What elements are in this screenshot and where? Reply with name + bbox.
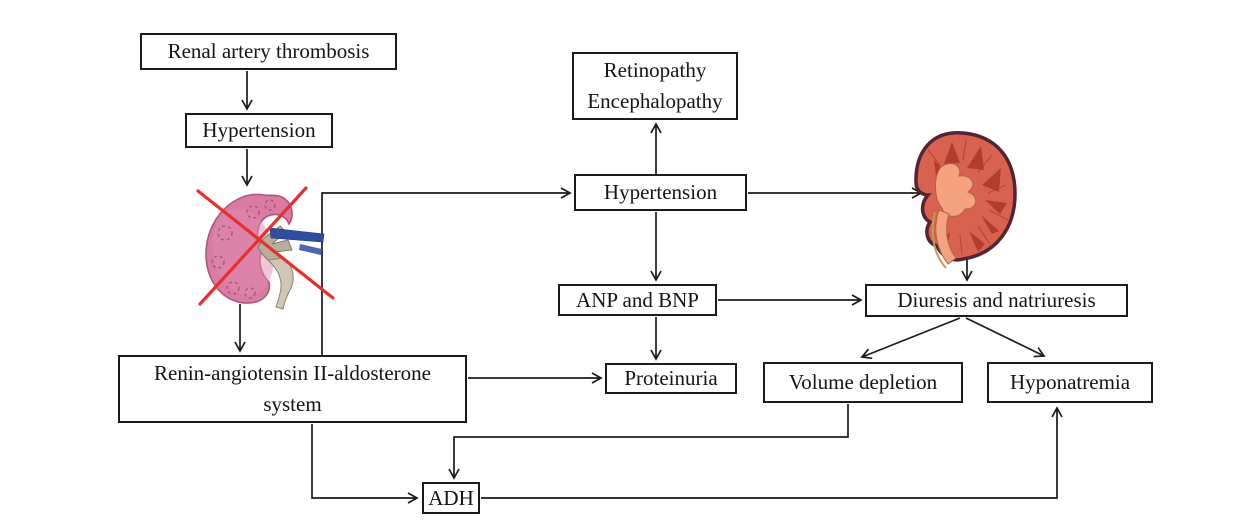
node-proteinuria: Proteinuria <box>605 363 737 394</box>
arrow-raas-to-hypertension2 <box>321 187 572 355</box>
node-renal-artery-thrombosis: Renal artery thrombosis <box>140 33 397 70</box>
arrow-adh-to-hyponatremia <box>481 406 1063 499</box>
node-label-line1: Renin-angiotensin II-aldosterone <box>154 361 431 385</box>
node-label-line1: Retinopathy <box>603 58 707 82</box>
node-retinopathy-encephalopathy: Retinopathy Encephalopathy <box>572 52 738 120</box>
node-label: Hypertension <box>202 118 316 142</box>
node-hypertension-secondary: Hypertension <box>574 174 747 211</box>
node-volume-depletion: Volume depletion <box>763 362 963 403</box>
node-hyponatremia: Hyponatremia <box>987 362 1153 403</box>
kidney-icon <box>914 131 1017 269</box>
arrow-diuresis-to-volume-depletion <box>860 317 961 360</box>
node-label-line2: system <box>263 392 322 416</box>
node-diuresis-and-natriuresis: Diuresis and natriuresis <box>865 284 1128 317</box>
node-adh: ADH <box>422 482 480 514</box>
node-label: ADH <box>428 485 474 510</box>
node-raas-system: Renin-angiotensin II-aldosterone system <box>118 355 467 423</box>
node-label: Hyponatremia <box>1009 370 1131 394</box>
node-label: Proteinuria <box>624 366 718 390</box>
node-label: ANP and BNP <box>576 287 699 312</box>
node-label-line2: Encephalopathy <box>587 89 723 113</box>
crossed-out-kidney-icon <box>196 186 335 310</box>
node-label: Renal artery thrombosis <box>167 39 370 63</box>
arrow-raas-to-adh <box>311 424 419 504</box>
red-cross-mark <box>196 186 335 306</box>
arrow-diuresis-to-hyponatremia <box>965 317 1046 358</box>
node-label: Diuresis and natriuresis <box>897 288 1096 312</box>
node-hypertension-primary: Hypertension <box>185 113 333 148</box>
node-label: Volume depletion <box>788 370 938 394</box>
node-anp-and-bnp: ANP and BNP <box>558 284 717 316</box>
arrow-volume-depletion-to-adh <box>448 404 849 480</box>
node-label: Hypertension <box>603 180 718 204</box>
